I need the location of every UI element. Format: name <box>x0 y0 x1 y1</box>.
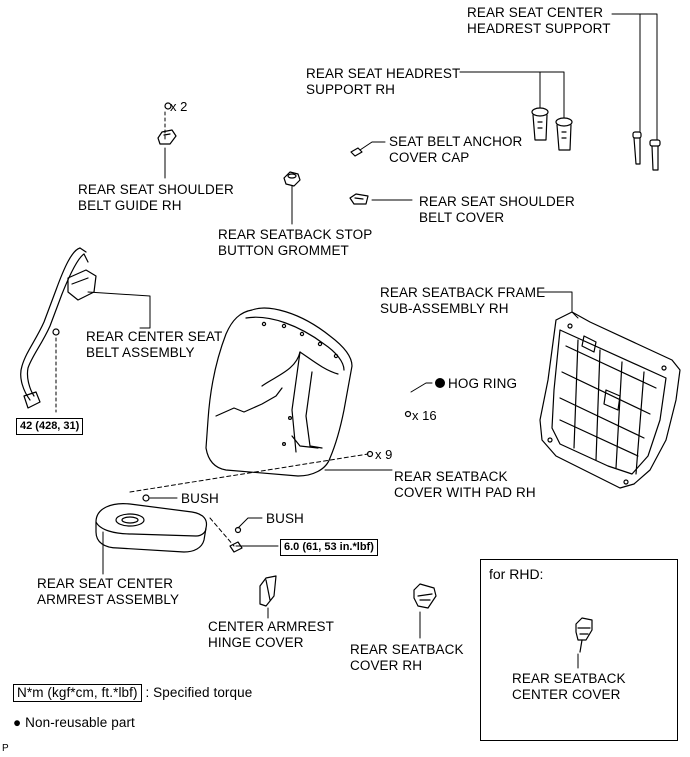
legend-nonreusable: ● Non-reusable part <box>13 714 135 731</box>
qty-hog-ring: x 16 <box>412 408 437 423</box>
label-hinge-cover-1: CENTER ARMREST <box>208 619 334 634</box>
shoulder-belt-cover-part <box>349 193 369 205</box>
seatback-cover-rh-part <box>413 583 437 609</box>
headrest-support-rh-parts <box>531 107 573 151</box>
label-seatback-cover-pad-2: COVER WITH PAD RH <box>394 485 536 500</box>
rhd-inset-box: for RHD: <box>480 559 678 741</box>
label-bush-2: BUSH <box>266 511 304 526</box>
label-shoulder-belt-guide-1: REAR SEAT SHOULDER <box>78 182 234 197</box>
legend-torque-desc: : Specified torque <box>145 685 253 700</box>
torque-armrest-bolt: 6.0 (61, 53 in.*lbf) <box>280 539 378 556</box>
label-seatback-center-cover-2: CENTER COVER <box>512 687 621 702</box>
non-reusable-mark <box>435 378 445 388</box>
label-armrest-assembly-2: ARMREST ASSEMBLY <box>37 592 180 607</box>
label-hinge-cover-2: HINGE COVER <box>208 635 304 650</box>
label-seatback-frame-1: REAR SEATBACK FRAME <box>380 285 546 300</box>
center-seat-belt-part <box>20 247 97 409</box>
label-center-seat-belt-1: REAR CENTER SEAT <box>86 329 223 344</box>
label-shoulder-belt-guide-2: BELT GUIDE RH <box>78 198 182 213</box>
leader-lines <box>55 13 658 669</box>
rhd-title: for RHD: <box>489 566 544 582</box>
bush-parts <box>142 494 243 553</box>
label-stop-button-grommet-2: BUTTON GROMMET <box>218 243 349 258</box>
label-seatback-frame-2: SUB-ASSEMBLY RH <box>380 301 509 316</box>
legend-torque-unit: N*m (kgf*cm, ft.*lbf) <box>13 684 142 702</box>
label-anchor-cover-cap-1: SEAT BELT ANCHOR <box>389 134 523 149</box>
label-anchor-cover-cap-2: COVER CAP <box>389 150 470 165</box>
qty-cover-clips: x 9 <box>375 447 393 462</box>
label-center-seat-belt-2: BELT ASSEMBLY <box>86 345 195 360</box>
legend-bullet: ● <box>13 715 22 730</box>
seatback-frame-part <box>539 311 681 489</box>
seatback-center-cover-part <box>575 617 593 653</box>
center-armrest-hinge-cover-part <box>259 575 277 607</box>
label-center-headrest-support-2: HEADREST SUPPORT <box>467 21 611 36</box>
center-headrest-support-parts <box>632 131 661 171</box>
label-shoulder-belt-cover-2: BELT COVER <box>419 210 505 225</box>
armrest-assembly-part <box>95 503 208 553</box>
label-armrest-assembly-1: REAR SEAT CENTER <box>37 576 174 591</box>
label-headrest-support-rh-2: SUPPORT RH <box>306 82 396 97</box>
label-seatback-cover-rh-2: COVER RH <box>350 658 423 673</box>
torque-belt-bolt: 42 (428, 31) <box>16 418 84 435</box>
legend-nonreusable-desc: Non-reusable part <box>25 715 135 730</box>
label-center-headrest-support-1: REAR SEAT CENTER <box>467 5 604 20</box>
hog-ring-part <box>404 410 412 418</box>
cover-clip-part <box>366 450 374 458</box>
corner-mark: P <box>2 743 9 754</box>
label-shoulder-belt-cover-1: REAR SEAT SHOULDER <box>419 194 575 209</box>
anchor-cover-cap-part <box>350 147 363 157</box>
label-headrest-support-rh-1: REAR SEAT HEADREST <box>306 66 461 81</box>
seatback-cover-pad-part <box>205 307 353 477</box>
qty-guide-screws: x 2 <box>170 99 188 114</box>
label-hog-ring: HOG RING <box>448 376 518 391</box>
shoulder-belt-guide-part <box>157 102 177 145</box>
label-seatback-cover-pad-1: REAR SEATBACK <box>394 469 508 484</box>
label-seatback-cover-rh-1: REAR SEATBACK <box>350 642 464 657</box>
label-bush-1: BUSH <box>181 491 219 506</box>
label-seatback-center-cover-1: REAR SEATBACK <box>512 671 626 686</box>
legend-torque: N*m (kgf*cm, ft.*lbf) : Specified torque <box>13 684 252 702</box>
label-stop-button-grommet-1: REAR SEATBACK STOP <box>218 227 373 242</box>
stop-button-grommet-part <box>283 171 301 187</box>
